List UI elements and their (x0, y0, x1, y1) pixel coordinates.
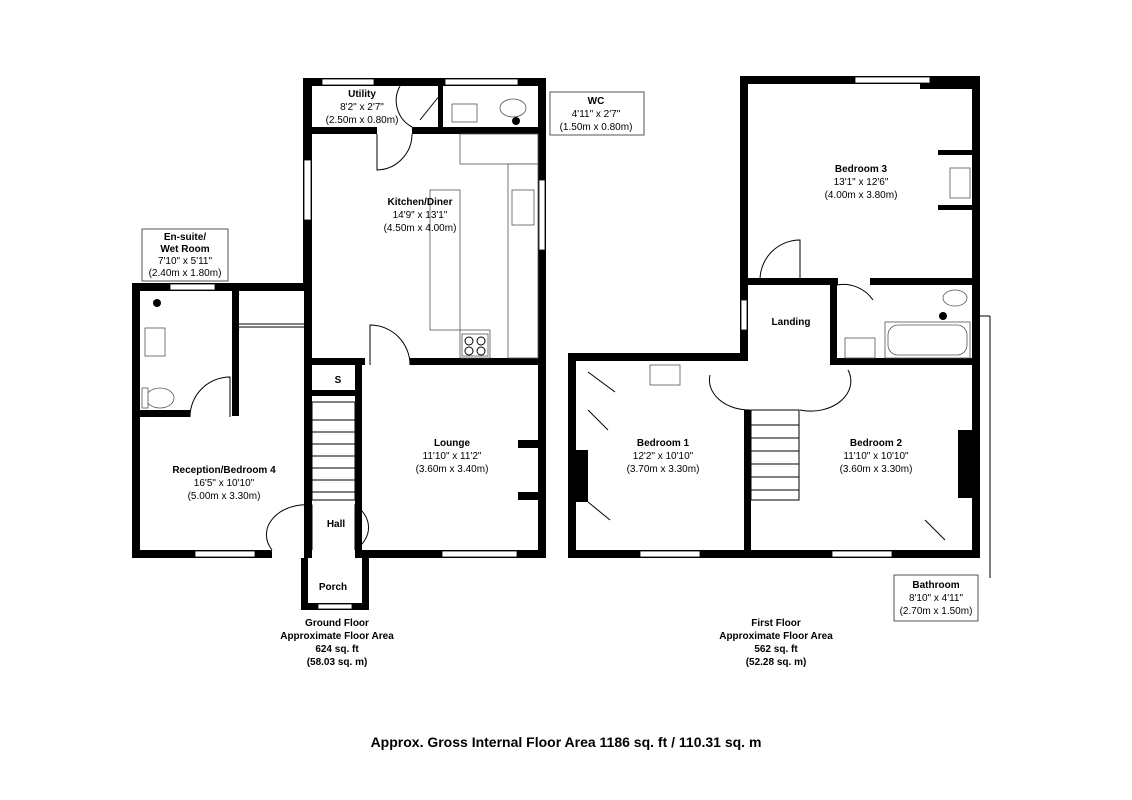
svg-text:(3.60m x 3.40m): (3.60m x 3.40m) (416, 464, 489, 475)
svg-text:8'2" x 2'7": 8'2" x 2'7" (340, 102, 384, 113)
svg-text:Approximate Floor Area: Approximate Floor Area (719, 631, 833, 642)
svg-text:(52.28 sq. m): (52.28 sq. m) (746, 657, 807, 668)
ground-floor-plan (132, 78, 546, 610)
svg-text:(2.40m x 1.80m): (2.40m x 1.80m) (149, 268, 222, 279)
svg-text:624 sq. ft: 624 sq. ft (315, 644, 359, 655)
svg-text:11'10" x 10'10": 11'10" x 10'10" (843, 451, 909, 462)
svg-text:(5.00m x 3.30m): (5.00m x 3.30m) (188, 491, 261, 502)
svg-text:Bathroom: Bathroom (912, 580, 959, 591)
svg-text:(58.03 sq. m): (58.03 sq. m) (307, 657, 368, 668)
svg-text:Wet Room: Wet Room (160, 244, 209, 255)
svg-text:(4.50m x 4.00m): (4.50m x 4.00m) (384, 223, 457, 234)
svg-text:562 sq. ft: 562 sq. ft (754, 644, 798, 655)
svg-text:First Floor: First Floor (751, 618, 801, 629)
svg-text:Bedroom 1: Bedroom 1 (637, 438, 690, 449)
bathroom-label-box: Bathroom 8'10" x 4'11" (2.70m x 1.50m) (893, 574, 979, 622)
porch-label: Porch (319, 582, 347, 593)
bedroom3-label: Bedroom 3 13'1" x 12'6" (4.00m x 3.80m) (825, 164, 898, 201)
svg-text:(4.00m x 3.80m): (4.00m x 3.80m) (825, 190, 898, 201)
svg-text:7'10" x 5'11": 7'10" x 5'11" (158, 256, 213, 267)
svg-text:En-suite/: En-suite/ (164, 232, 206, 243)
svg-text:WC: WC (588, 96, 605, 107)
first-floor-plan (568, 76, 991, 578)
reception-label: Reception/Bedroom 4 16'5" x 10'10" (5.00… (172, 465, 276, 502)
svg-text:11'10" x 11'2": 11'10" x 11'2" (423, 451, 482, 462)
ensuite-label-box: En-suite/ Wet Room 7'10" x 5'11" (2.40m … (141, 228, 229, 282)
svg-text:Reception/Bedroom 4: Reception/Bedroom 4 (172, 465, 276, 476)
svg-text:Bedroom 2: Bedroom 2 (850, 438, 903, 449)
ground-floor-area: Ground Floor Approximate Floor Area 624 … (280, 618, 394, 668)
svg-text:Utility: Utility (348, 89, 376, 100)
wc-label-box: WC 4'11" x 2'7" (1.50m x 0.80m) (549, 91, 645, 136)
svg-text:Bedroom 3: Bedroom 3 (835, 164, 888, 175)
bedroom2-label: Bedroom 2 11'10" x 10'10" (3.60m x 3.30m… (840, 438, 913, 475)
first-floor-area: First Floor Approximate Floor Area 562 s… (719, 618, 833, 668)
svg-text:(1.50m x 0.80m): (1.50m x 0.80m) (560, 122, 633, 133)
svg-text:Kitchen/Diner: Kitchen/Diner (387, 197, 452, 208)
svg-text:4'11" x 2'7": 4'11" x 2'7" (572, 109, 621, 120)
bedroom1-label: Bedroom 1 12'2" x 10'10" (3.70m x 3.30m) (627, 438, 700, 475)
svg-text:12'2" x 10'10": 12'2" x 10'10" (633, 451, 694, 462)
svg-text:Ground Floor: Ground Floor (305, 618, 369, 629)
svg-text:Lounge: Lounge (434, 438, 471, 449)
landing-label: Landing (772, 317, 811, 328)
svg-text:8'10" x 4'11": 8'10" x 4'11" (909, 593, 964, 604)
svg-text:(2.70m x 1.50m): (2.70m x 1.50m) (900, 606, 973, 617)
svg-text:14'9" x 13'1": 14'9" x 13'1" (393, 210, 448, 221)
hall-label: Hall (327, 519, 346, 530)
store-label: S (335, 375, 342, 386)
svg-text:(2.50m x 0.80m): (2.50m x 0.80m) (326, 115, 399, 126)
svg-text:16'5" x 10'10": 16'5" x 10'10" (194, 478, 255, 489)
lounge-label: Lounge 11'10" x 11'2" (3.60m x 3.40m) (416, 438, 489, 475)
svg-text:13'1" x 12'6": 13'1" x 12'6" (834, 177, 889, 188)
utility-label: Utility 8'2" x 2'7" (2.50m x 0.80m) (326, 89, 399, 126)
svg-text:(3.60m x 3.30m): (3.60m x 3.30m) (840, 464, 913, 475)
gross-internal-area: Approx. Gross Internal Floor Area 1186 s… (371, 734, 762, 750)
svg-text:(3.70m x 3.30m): (3.70m x 3.30m) (627, 464, 700, 475)
svg-text:Approximate Floor Area: Approximate Floor Area (280, 631, 394, 642)
kitchen-label: Kitchen/Diner 14'9" x 13'1" (4.50m x 4.0… (384, 197, 457, 234)
